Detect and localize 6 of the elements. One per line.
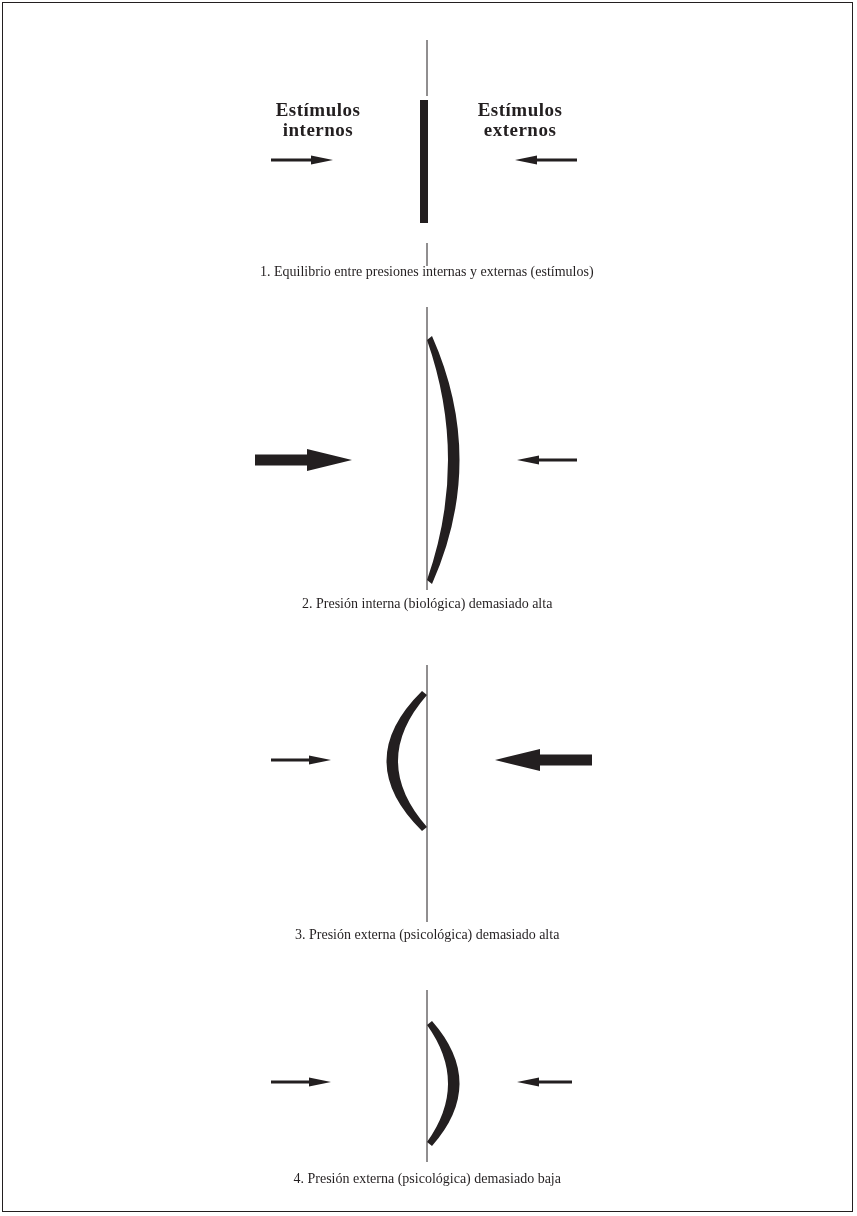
caption: 1. Equilibrio entre presiones internas y externas (estímulos): [260, 264, 594, 280]
caption: 3. Presión externa (psicológica) demasiado alta: [295, 927, 560, 943]
column-heading: Estímulos internos: [274, 100, 362, 140]
caption: 4. Presión externa (psicológica) demasiado baja: [293, 1171, 561, 1187]
caption: 2. Presión interna (biológica) demasiado alta: [302, 596, 553, 612]
column-heading: Estímulos externos: [476, 100, 564, 140]
